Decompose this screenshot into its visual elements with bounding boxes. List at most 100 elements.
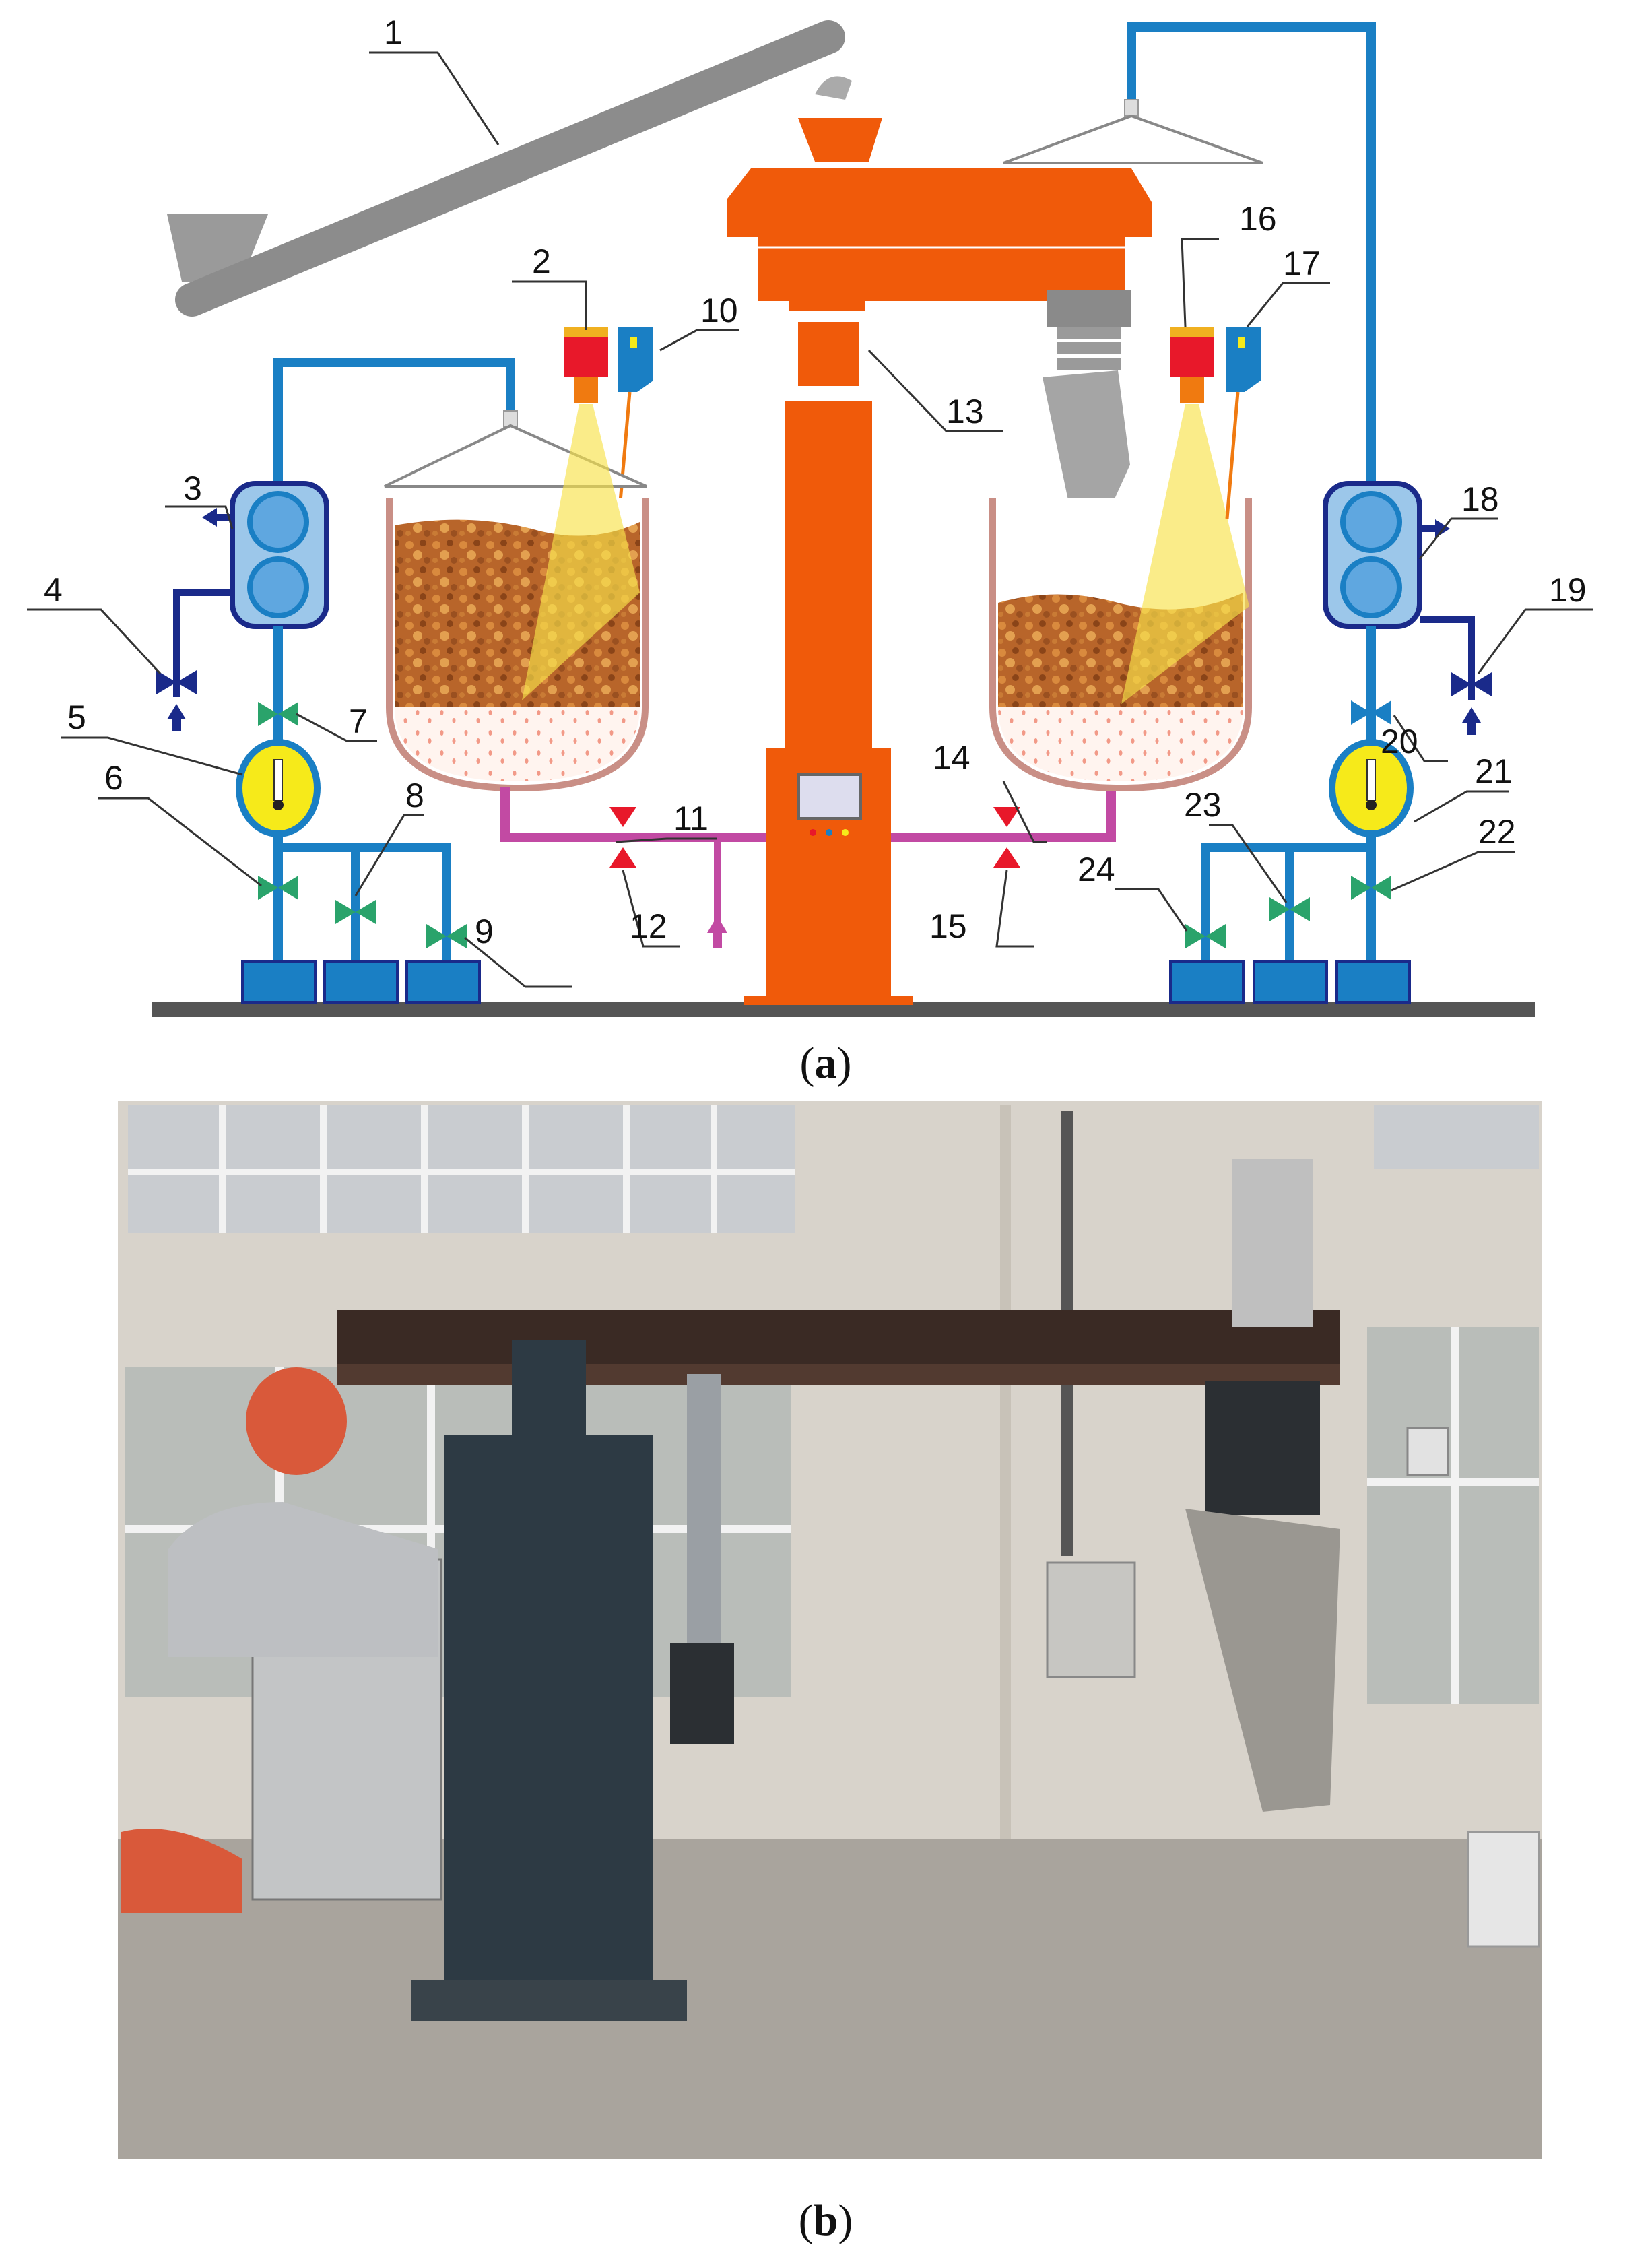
label-2: 2: [532, 242, 551, 280]
valve-icon: [1371, 876, 1391, 900]
label-3: 3: [183, 469, 202, 507]
label-5: 5: [67, 698, 86, 736]
robot-joint: [789, 301, 865, 311]
sensor-led: [630, 337, 637, 348]
photo-b: (b): [118, 1101, 1542, 2245]
valve-icon: [278, 702, 298, 726]
arrow-icon: [1462, 707, 1481, 723]
arrow-shaft: [172, 718, 181, 731]
valve-icon: [1351, 876, 1371, 900]
sensor-beam: [522, 404, 640, 700]
valve-icon: [1290, 897, 1310, 921]
robot-neck: [798, 322, 859, 386]
arrow-icon: [202, 508, 217, 527]
number-labels: 1 2 3 4 5 6 7 8 9 10 11 12 13 14 15 16 1…: [44, 13, 1587, 950]
label-16: 16: [1239, 200, 1277, 238]
photo-hopper: [168, 1502, 438, 1657]
label-23: 23: [1184, 786, 1222, 824]
label-22: 22: [1478, 813, 1516, 851]
flowmeter-gauge: [273, 759, 283, 801]
gripper-mount: [1047, 290, 1131, 327]
robot-funnel: [798, 118, 882, 162]
photo-robot-column: [444, 1435, 653, 1987]
arrow-icon: [707, 916, 727, 933]
valve-icon: [1269, 897, 1290, 921]
left-mixer: [384, 404, 649, 792]
photo-robot-base: [411, 1980, 687, 2021]
spray-hood: [1003, 114, 1263, 164]
water-tank: [1335, 960, 1411, 1004]
robot-foot: [744, 996, 913, 1005]
left-sensors: [564, 327, 653, 550]
valve-icon: [335, 900, 356, 924]
label-10: 10: [700, 292, 738, 329]
water-pipe: [278, 843, 451, 963]
window-top-right: [1374, 1105, 1539, 1169]
photo-gripper-mount: [1232, 1159, 1313, 1327]
flowmeter-float: [273, 800, 284, 810]
sensor-beam: [1121, 404, 1249, 704]
water-pipe: [1201, 843, 1371, 963]
label-11: 11: [673, 800, 708, 837]
water-pipe: [273, 358, 515, 485]
caption-a: (a): [800, 1039, 852, 1088]
valve-icon: [1451, 672, 1472, 696]
label-8: 8: [405, 777, 424, 814]
sensor-cap: [564, 327, 608, 337]
valve-icon: [1205, 924, 1226, 948]
valve-icon: [426, 924, 447, 948]
label-7: 7: [349, 703, 368, 740]
feed-hopper: [167, 214, 268, 282]
drain-pipe: [173, 589, 232, 697]
gripper-ring: [1057, 327, 1121, 339]
gripper-arm: [1043, 370, 1130, 539]
pump-rotor-bottom: [247, 556, 309, 618]
schematic-a: 1 2 3 4 5 6 7 8 9 10 11 12 13 14 15 16 1…: [27, 13, 1593, 1088]
photo-robot-arm: [687, 1374, 721, 1657]
sensor-lens: [574, 377, 598, 403]
wall-pipe: [1000, 1105, 1011, 1846]
arrow-shaft: [713, 933, 722, 948]
robot-top-cone: [815, 76, 852, 100]
valve-icon: [258, 876, 278, 900]
sensor-led: [1238, 337, 1245, 348]
label-9: 9: [475, 913, 494, 950]
liquid-layer: [998, 707, 1243, 781]
ground-line: [152, 1002, 1535, 1017]
right-water-circuit: [1003, 22, 1492, 1004]
label-4: 4: [44, 571, 63, 609]
valve-icon: [993, 847, 1020, 868]
window-frames: [128, 1105, 795, 1233]
valve-icon: [447, 924, 467, 948]
flowmeter-float: [1366, 800, 1377, 810]
valve-icon: [258, 702, 278, 726]
label-24: 24: [1078, 851, 1115, 888]
drain-pipe: [1420, 616, 1475, 700]
sensor-lens: [1180, 377, 1204, 403]
pump-rotor-bottom: [1340, 556, 1402, 618]
photo-orange-cap: [246, 1367, 347, 1475]
label-12: 12: [630, 907, 667, 945]
valve-icon: [156, 670, 176, 694]
valve-icon: [1371, 700, 1391, 725]
valve-icon: [1472, 672, 1492, 696]
label-14: 14: [933, 739, 970, 777]
control-led-blue: [826, 829, 832, 836]
photo-gripper-head: [1205, 1381, 1320, 1515]
label-6: 6: [104, 759, 123, 797]
left-water-circuit: [156, 358, 518, 1004]
label-17: 17: [1283, 244, 1321, 282]
spray-nozzle: [1124, 99, 1139, 117]
photo-orange-tray: [121, 1829, 242, 1913]
control-led-yellow: [842, 829, 849, 836]
photo-gripper-scoop: [1185, 1509, 1340, 1812]
electrical-box: [1046, 1561, 1136, 1678]
photo-robot-beam-side: [337, 1364, 1340, 1385]
water-pipe: [1127, 22, 1376, 485]
photo-robot-beam: [337, 1310, 1340, 1364]
label-20: 20: [1381, 723, 1418, 760]
valve-icon: [176, 670, 197, 694]
photo-floor-box: [1467, 1831, 1540, 1948]
label-19: 19: [1549, 571, 1587, 609]
